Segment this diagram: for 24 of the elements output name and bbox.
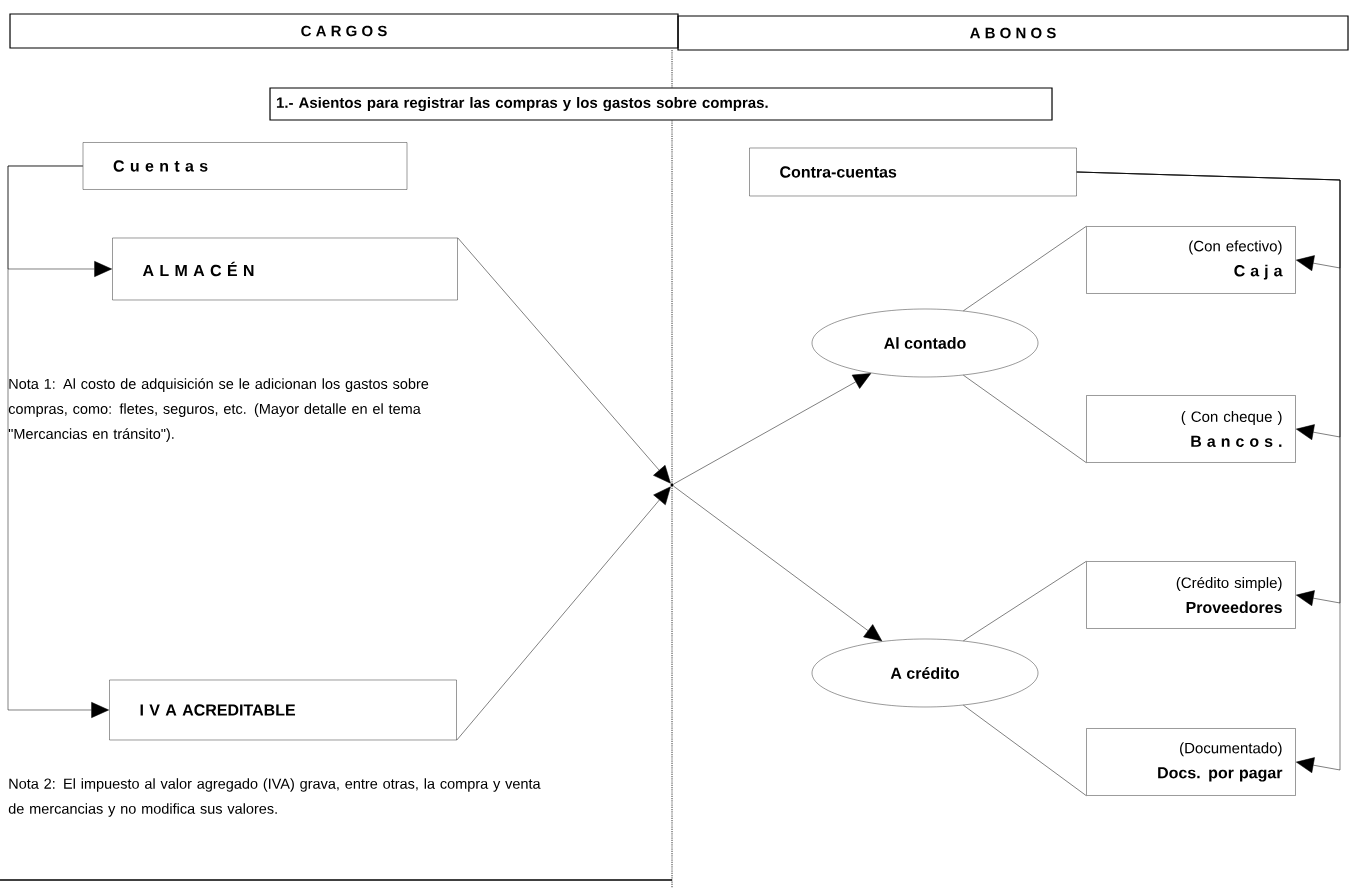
account-box: C u e n t a s	[82, 142, 408, 190]
column-header: C A R G O S	[9, 13, 679, 49]
account-box: (Con efectivo) C a j a	[1086, 226, 1296, 294]
account-box: A L M A C É N	[112, 237, 458, 301]
arrow	[457, 237, 671, 484]
connector-line	[963, 561, 1087, 642]
arrow	[673, 373, 872, 485]
note-text: Nota 2: El impuesto al valor agregado (IVA) grava, entre otras, la compra y venta de mercancias y no modifica sus valores.	[8, 778, 541, 817]
account-box: I V A ACREDITABLE	[109, 679, 457, 741]
junction-point	[670, 483, 674, 487]
connector-line	[963, 226, 1087, 312]
arrow	[456, 486, 671, 741]
title-box: 1.- Asientos para registrar las compras y los gastos sobre compras.	[269, 87, 1053, 121]
column-header: A B O N O S	[677, 15, 1349, 51]
account-box: Contra-cuentas	[749, 147, 1077, 197]
account-box: (Crédito simple) Proveedores	[1086, 561, 1296, 629]
arrow	[1076, 171, 1341, 773]
account-box: (Documentado) Docs. por pagar	[1086, 728, 1296, 796]
account-box: ( Con cheque ) B a n c o s .	[1086, 395, 1296, 463]
arrow	[7, 165, 109, 718]
arrow	[673, 485, 883, 642]
note-text: Nota 1: Al costo de adquisición se le adicionan los gastos sobre compras, como: fletes, seguros, etc. (Mayor detalle en el tema "Mercancias en tránsito").	[8, 378, 429, 442]
connector-line	[963, 704, 1087, 796]
connector-line	[963, 374, 1087, 463]
